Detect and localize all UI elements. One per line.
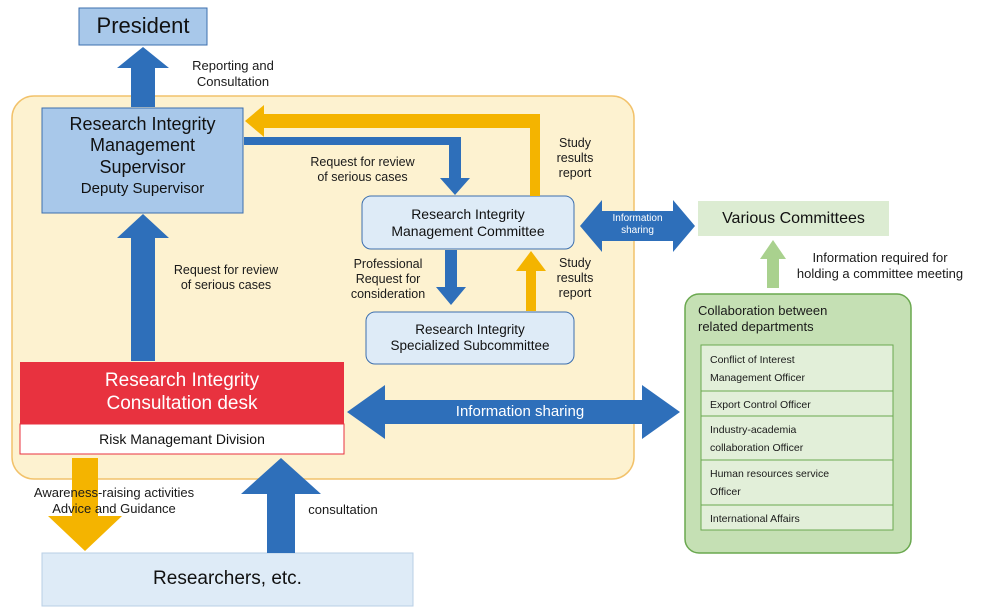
info-required-label: Information required for holding a commi…: [796, 250, 964, 281]
consultation-label: consultation: [308, 502, 378, 517]
committee-box: [361, 195, 575, 250]
risk-division-label: Risk Managemant Division: [99, 430, 265, 447]
various-committees-box: [698, 201, 889, 236]
researchers-label: Researchers, etc.: [153, 568, 302, 590]
arrow-to-president: [117, 47, 169, 107]
arrow-desk-to-supervisor: [117, 214, 169, 361]
collaboration-item-export: Export Control Officer: [710, 399, 811, 411]
collaboration-list: [700, 344, 894, 531]
subcommittee-label: Research Integrity Specialized Subcommit…: [390, 321, 550, 353]
supervisor-box: [41, 107, 244, 214]
arrow-information-sharing: [347, 385, 680, 439]
risk-division-box: [19, 423, 345, 455]
arrow-awareness: [48, 458, 122, 551]
arrow-collaboration-to-various: [760, 240, 786, 288]
collaboration-title: Collaboration between related department…: [698, 303, 828, 334]
arrow-consultation: [241, 458, 321, 553]
arrow-committee-to-supervisor: [245, 105, 540, 196]
arrow-committee-various: [580, 200, 695, 252]
president-label: President: [96, 13, 190, 39]
collaboration-item-industry: Industry-academia collaboration Officer: [710, 424, 804, 454]
supervisor-label: Research Integrity Management Supervisor: [69, 113, 216, 177]
committee-label: Research Integrity Management Committee: [391, 205, 545, 239]
collaboration-item-international: International Affairs: [710, 513, 800, 525]
study-top-label: Study results report: [556, 136, 594, 180]
arrow-subcommittee-to-committee: [516, 251, 546, 311]
consultation-desk-box: [20, 362, 344, 424]
subcommittee-box: [365, 311, 575, 365]
request-left-label: Request for review of serious cases: [173, 263, 279, 292]
researchers-box: [41, 552, 414, 607]
president-box: [78, 7, 208, 46]
deputy-supervisor-label: Deputy Supervisor: [80, 180, 205, 197]
arrow-committee-to-subcommittee: [436, 250, 466, 305]
consultation-desk-label: Research Integrity Consultation desk: [104, 370, 260, 414]
reporting-label: Reporting and Consultation: [192, 58, 274, 89]
info-sharing-small-label: Information sharing: [612, 213, 663, 236]
various-committees-label: Various Committees: [722, 209, 865, 227]
collaboration-item-conflict: Conflict of Interest Management Officer: [710, 354, 805, 384]
awareness-label: Awareness-raising activities Advice and …: [33, 485, 195, 516]
info-sharing-big-label: Information sharing: [455, 403, 585, 420]
collaboration-item-hr: Human resources service Officer: [710, 468, 830, 498]
arrow-supervisor-to-committee: [244, 137, 470, 195]
request-top-label: Request for review of serious cases: [310, 155, 415, 184]
professional-label: Professional Request for consideration: [350, 257, 426, 301]
study-bottom-label: Study results report: [556, 256, 594, 300]
